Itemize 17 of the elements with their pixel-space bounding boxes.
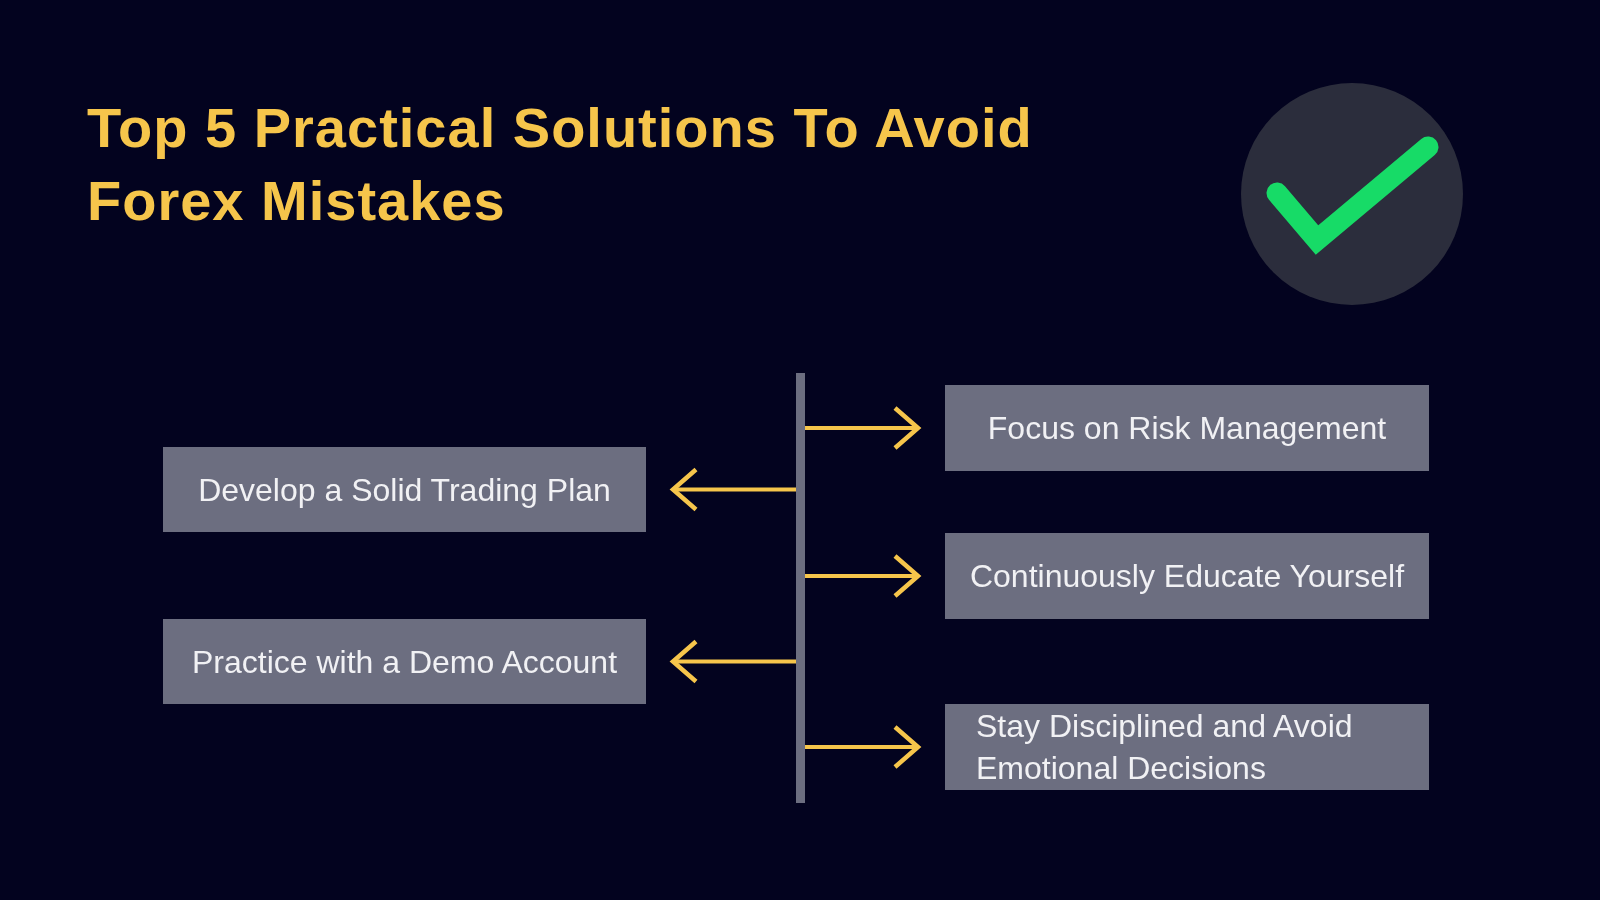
title: Top 5 Practical Solutions To Avoid Forex Mistakes [87, 95, 1034, 234]
solution-box [945, 533, 1429, 619]
solution-box [945, 704, 1429, 790]
solution-text: Develop a Solid Trading Plan [198, 470, 611, 510]
arrow [805, 405, 921, 451]
vertical-bar [796, 373, 805, 803]
arrow [805, 553, 921, 599]
arrow [670, 639, 796, 684]
solution-box [163, 619, 646, 704]
solution-text: Stay Disciplined and Avoid Emotional Decisions [976, 707, 1354, 788]
solution-text: Practice with a Demo Account [191, 642, 618, 682]
solution-text: Focus on Risk Management [987, 409, 1387, 448]
solution-text: Continuously Educate Yourself [969, 557, 1405, 596]
arrow [670, 467, 796, 512]
solution-box [163, 447, 646, 532]
arrow [805, 724, 921, 770]
solution-box [945, 385, 1429, 471]
